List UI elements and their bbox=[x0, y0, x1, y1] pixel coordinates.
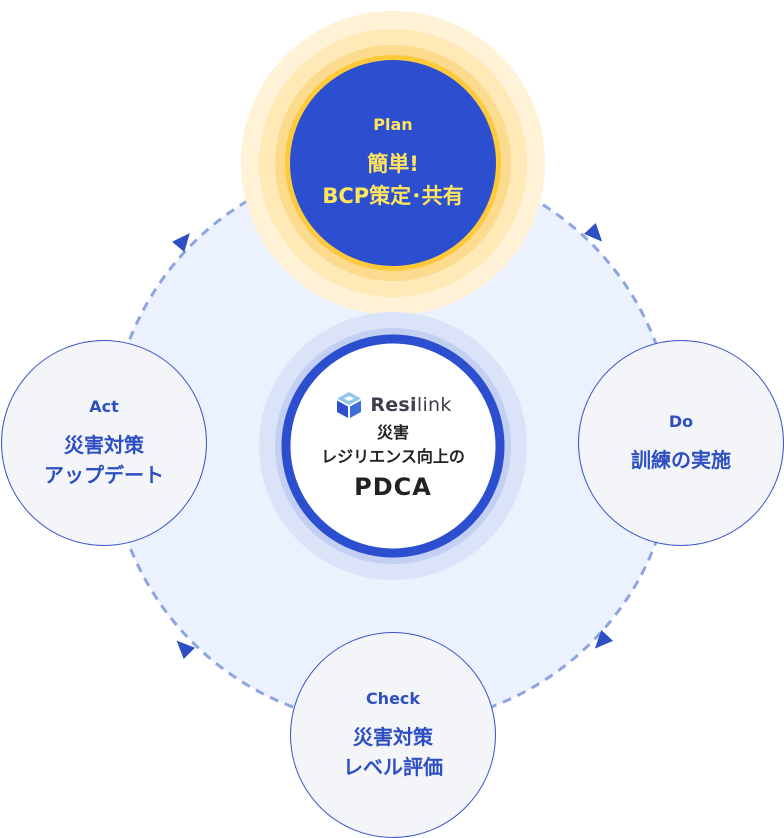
arrow-plan-to-do bbox=[584, 222, 603, 242]
brand-name-bold: Resi bbox=[370, 394, 417, 416]
center-title: PDCA bbox=[354, 473, 432, 501]
center-node: Resilink 災害 レジリエンス向上の PDCA bbox=[285, 338, 501, 554]
check-description: 災害対策 レベル評価 bbox=[343, 724, 443, 779]
brand-logo: Resilink bbox=[334, 391, 451, 419]
do-node: Do 訓練の実施 bbox=[578, 340, 784, 546]
arrow-act-to-plan bbox=[172, 233, 190, 253]
act-description: 災害対策 アップデート bbox=[44, 432, 164, 487]
plan-description: 簡単! BCP策定･共有 bbox=[322, 151, 464, 208]
do-phase-label: Do bbox=[668, 411, 694, 431]
arrow-do-to-check bbox=[594, 629, 613, 649]
plan-node: Plan 簡単! BCP策定･共有 bbox=[290, 60, 496, 266]
check-phase-label: Check bbox=[365, 688, 421, 708]
do-description: 訓練の実施 bbox=[631, 447, 731, 472]
center-ring bbox=[281, 334, 505, 558]
brand-name: Resilink bbox=[370, 394, 451, 416]
plan-phase-label: Plan bbox=[373, 114, 413, 134]
arrow-check-to-act bbox=[176, 640, 196, 660]
center-description: 災害 レジリエンス向上の bbox=[321, 423, 465, 466]
plan-circle bbox=[290, 60, 496, 266]
check-node: Check 災害対策 レベル評価 bbox=[290, 632, 496, 838]
act-phase-label: Act bbox=[89, 396, 119, 416]
resilink-logo-icon bbox=[337, 392, 362, 418]
brand-name-light: link bbox=[416, 394, 452, 416]
act-node: Act 災害対策 アップデート bbox=[1, 340, 207, 546]
